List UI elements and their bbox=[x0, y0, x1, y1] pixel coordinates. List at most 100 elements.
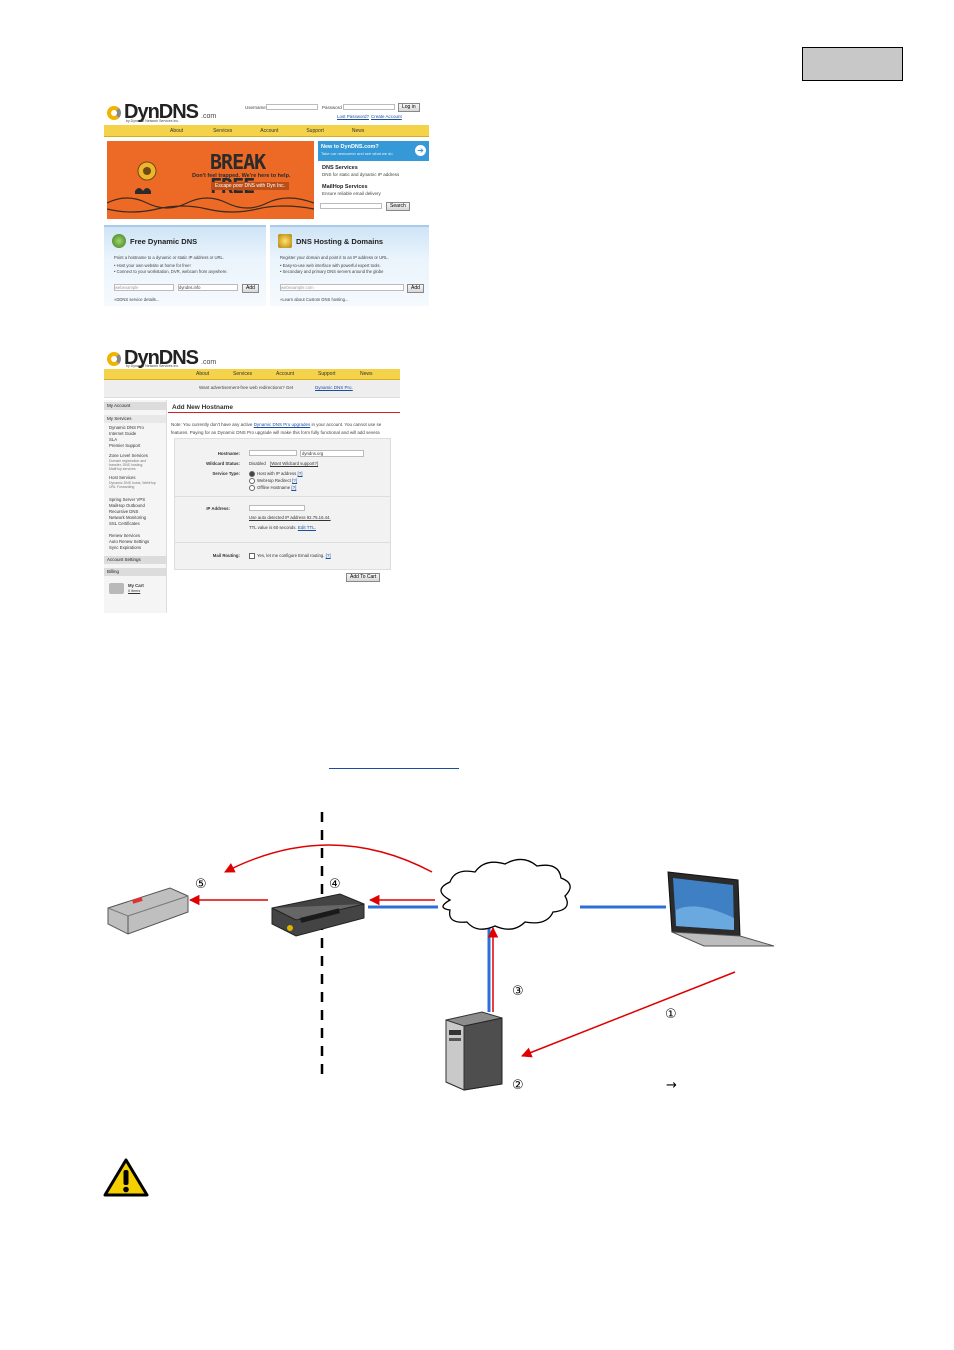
cart-icon[interactable] bbox=[109, 583, 124, 594]
help-link[interactable]: [?] bbox=[297, 471, 303, 477]
logo-tagline: by Dynamic Network Services Inc. bbox=[126, 119, 180, 123]
dyndns-server-icon bbox=[445, 1011, 503, 1091]
panel-hosting-line: Register your domain and point it to an … bbox=[280, 255, 389, 260]
password-label: Password bbox=[322, 105, 342, 110]
dyndns-logo: DynDNS .com bbox=[107, 101, 216, 124]
panel-hosting-title: DNS Hosting & Domains bbox=[296, 237, 384, 246]
sidebar-billing[interactable]: Billing bbox=[104, 568, 166, 576]
banner-button[interactable]: Escape poor DNS with Dyn Inc. bbox=[211, 182, 290, 190]
service-option[interactable]: Offline Hostname [?] bbox=[249, 485, 296, 491]
service-option[interactable]: Host with IP address [?] bbox=[249, 471, 303, 477]
nav-services[interactable]: Services bbox=[213, 127, 233, 134]
nav-account[interactable]: Account bbox=[260, 127, 279, 134]
nav-support[interactable]: Support bbox=[306, 127, 324, 134]
sidebar-item[interactable]: Network Monitoring bbox=[109, 515, 147, 520]
sidebar-item[interactable]: Spring Server VPS bbox=[109, 497, 146, 502]
arrow-right-icon[interactable]: ➔ bbox=[415, 145, 426, 156]
radio-selected-icon[interactable] bbox=[249, 471, 255, 477]
service-option[interactable]: WebHop Redirect [?] bbox=[249, 478, 297, 484]
help-link[interactable]: [?] bbox=[292, 478, 298, 484]
logo-tagline: by Dynamic Network Services Inc. bbox=[126, 364, 180, 368]
sidebar-item[interactable]: SSL Certificates bbox=[109, 521, 140, 526]
dns-hosting-link[interactable]: »Learn about Custom DNS hosting... bbox=[280, 297, 349, 302]
sidebar-desc: Domain registration and bbox=[109, 459, 147, 463]
panel-hosting-line: • Easy-to-use web interface with powerfu… bbox=[280, 263, 381, 268]
sidebar-my-account[interactable]: My Account bbox=[104, 402, 166, 410]
sidebar-item[interactable]: SLA bbox=[109, 437, 118, 442]
help-link[interactable]: [?] bbox=[291, 485, 297, 491]
auto-detect-ip-link[interactable]: Use auto detected IP address 92.75.16.44… bbox=[249, 515, 331, 520]
step-2-label: ② bbox=[512, 1078, 524, 1093]
panel-free-line: • Connect to your workstation, DVR, webc… bbox=[114, 269, 228, 274]
wildcard-link[interactable]: [Want Wildcard support?] bbox=[270, 461, 319, 466]
hostname-input[interactable]: webexample bbox=[114, 284, 174, 291]
sidebar-item[interactable]: MailHop Outbound bbox=[109, 503, 145, 508]
sidebar-zone-services[interactable]: Zone Level Services bbox=[109, 453, 148, 458]
break-free-banner[interactable]: BREAK FREE Don't feel trapped. We're her… bbox=[107, 141, 314, 219]
nav-support[interactable]: Support bbox=[318, 371, 336, 377]
sidebar-item[interactable]: Internet Guide bbox=[109, 431, 137, 436]
ip-address-input[interactable] bbox=[249, 505, 305, 511]
add-hostname-button[interactable]: Add bbox=[242, 284, 259, 293]
domain-select[interactable]: dyndns.info bbox=[178, 284, 238, 291]
edit-ttl-link[interactable]: Edit TTL. bbox=[297, 525, 316, 530]
site-search-input[interactable] bbox=[320, 203, 382, 209]
ad-bar: Want advertisement-free web redirections… bbox=[104, 380, 400, 398]
mail-routing-option[interactable]: Yes, let me configure Email routing. [?] bbox=[249, 553, 331, 559]
mail-routing-text: Yes, let me configure Email routing. bbox=[257, 553, 325, 559]
sidebar-item[interactable]: Renew Services bbox=[109, 533, 141, 538]
lost-password-link[interactable]: Lost Password? bbox=[337, 114, 370, 119]
arrow-right-icon: → bbox=[666, 1078, 677, 1093]
domain-select[interactable]: dyndns.org bbox=[300, 450, 364, 457]
free-dynamic-dns-panel: Free Dynamic DNS Point a hostname to a d… bbox=[104, 225, 266, 306]
url-link[interactable] bbox=[329, 758, 459, 769]
radio-icon[interactable] bbox=[249, 485, 255, 491]
dns-services-title[interactable]: DNS Services bbox=[322, 165, 358, 171]
note-line: Note: You currently don't have any activ… bbox=[171, 422, 381, 427]
ddns-details-link[interactable]: »DDNS service details... bbox=[114, 297, 160, 302]
sidebar-desc: transfer, DNS hosting, bbox=[109, 463, 144, 467]
sidebar-item[interactable]: Premier Support bbox=[109, 443, 141, 448]
dns-hosting-panel: DNS Hosting & Domains Register your doma… bbox=[270, 225, 429, 306]
checkbox-icon[interactable] bbox=[249, 553, 255, 559]
add-domain-button[interactable]: Add bbox=[407, 284, 424, 293]
sidebar-item[interactable]: Auto Renew Settings bbox=[109, 539, 150, 544]
nav-about[interactable]: About bbox=[170, 127, 184, 134]
nav-about[interactable]: About bbox=[196, 371, 210, 377]
hostname-input[interactable] bbox=[249, 450, 297, 456]
help-link[interactable]: [?] bbox=[325, 553, 331, 559]
nav-services[interactable]: Services bbox=[233, 371, 253, 377]
add-to-cart-button[interactable]: Add To Cart bbox=[346, 573, 381, 582]
panel-hosting-line: • Secondary and primary DNS servers arou… bbox=[280, 269, 384, 274]
sidebar-my-services[interactable]: My Services bbox=[104, 415, 166, 423]
mailhop-title[interactable]: MailHop Services bbox=[322, 184, 368, 190]
sidebar-account-settings[interactable]: Account Settings bbox=[104, 556, 166, 564]
create-account-link[interactable]: Create Account bbox=[371, 114, 402, 119]
panel-free-line: • Host your own website at home for free… bbox=[114, 263, 191, 268]
form-divider bbox=[175, 496, 390, 497]
domain-input[interactable]: webexample.com bbox=[280, 284, 404, 291]
sidebar-host-services[interactable]: Host Services bbox=[109, 475, 136, 480]
username-input[interactable] bbox=[266, 104, 318, 110]
option-label: Host with IP address bbox=[257, 471, 297, 477]
radio-icon[interactable] bbox=[249, 478, 255, 484]
sidebar-item[interactable]: Sync Expirations bbox=[109, 545, 142, 550]
search-button[interactable]: Search bbox=[386, 202, 410, 211]
sidebar-desc: Dynamic DNS hosts, WebHop bbox=[109, 481, 156, 485]
nav-news[interactable]: News bbox=[351, 127, 365, 134]
note-link[interactable]: Dynamic DNS Pro upgrades bbox=[253, 422, 311, 427]
nav-account[interactable]: Account bbox=[276, 371, 295, 377]
note-line-2: features. Paying for an Dynamic DNS Pro … bbox=[171, 430, 380, 435]
ad-link[interactable]: Dynamic DNS Pro. bbox=[315, 385, 353, 390]
cart-items-link[interactable]: 0 items bbox=[128, 589, 141, 593]
wildcard-value: Disabled bbox=[249, 461, 266, 466]
login-button[interactable]: Log in bbox=[398, 103, 420, 112]
my-cart-label[interactable]: My Cart bbox=[128, 583, 144, 588]
nav-news[interactable]: News bbox=[360, 371, 373, 377]
sidebar-item[interactable]: Dynamic DNS Pro bbox=[109, 425, 144, 430]
step-4-label: ④ bbox=[329, 877, 341, 892]
sidebar-item[interactable]: Recursive DNS bbox=[109, 509, 139, 514]
password-input[interactable] bbox=[343, 104, 395, 110]
internet-cloud-icon bbox=[440, 858, 571, 930]
new-to-dyndns-box[interactable]: New to DynDNS.com? Take our newcomer and… bbox=[318, 141, 429, 161]
